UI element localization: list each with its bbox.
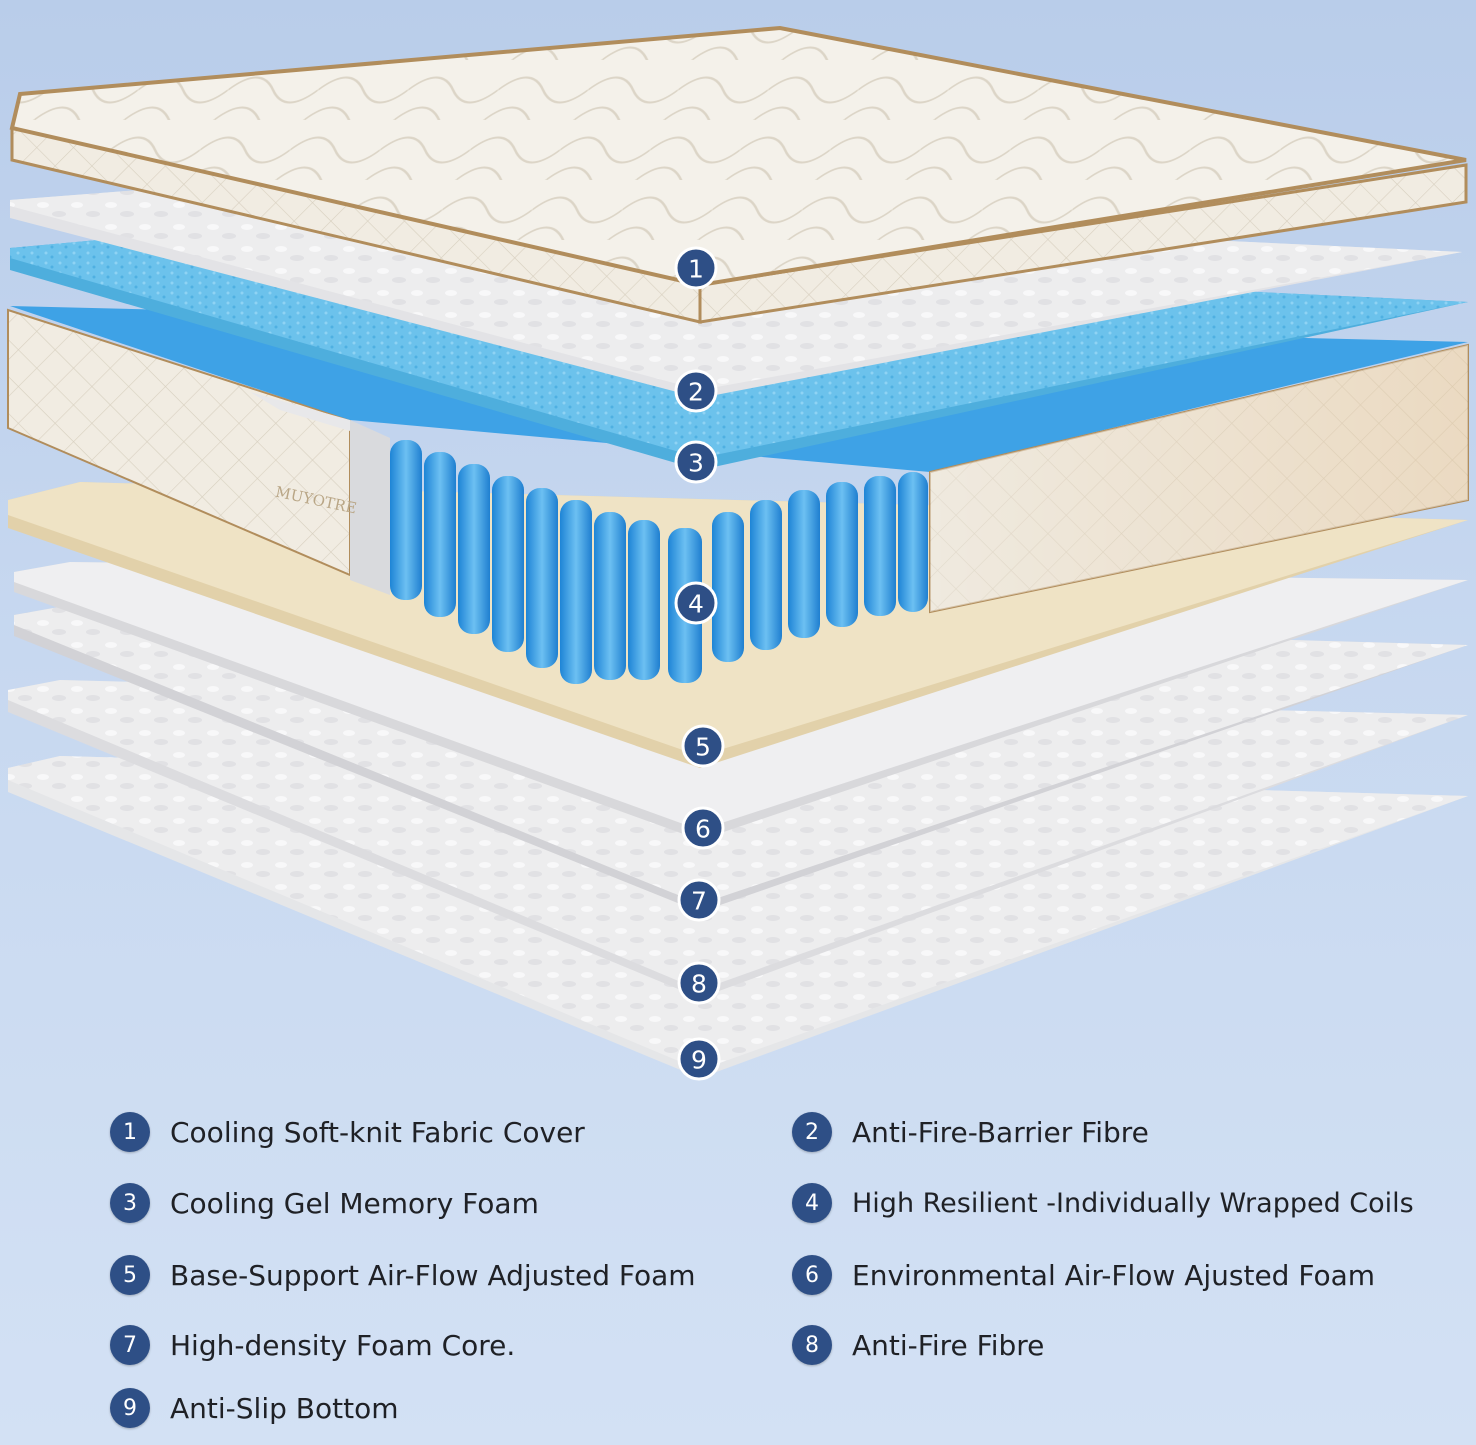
badge-5: 5 (681, 724, 725, 768)
legend-number-2: 2 (792, 1112, 832, 1152)
badge-7: 7 (677, 878, 721, 922)
coil-columns (390, 440, 928, 684)
mattress-layers-illustration: MUYOTRE 1 2 3 4 5 6 7 (7, 25, 1469, 1081)
legend-number-6: 6 (792, 1255, 832, 1295)
legend-number-7: 7 (110, 1325, 150, 1365)
legend-number-5: 5 (110, 1255, 150, 1295)
legend-label-1: Cooling Soft-knit Fabric Cover (170, 1115, 585, 1149)
legend-number-3: 3 (110, 1183, 150, 1223)
legend-label-7: High-density Foam Core. (170, 1328, 516, 1362)
svg-text:1: 1 (688, 255, 704, 284)
layer-1-quilted-cover (9, 25, 1468, 324)
svg-text:6: 6 (695, 815, 711, 844)
badge-2: 2 (674, 369, 718, 413)
legend-item-6: 6 Environmental Air-Flow Ajusted Foam (792, 1253, 1375, 1297)
badge-9: 9 (677, 1037, 721, 1081)
legend-number-8: 8 (792, 1325, 832, 1365)
badge-3: 3 (674, 440, 718, 484)
legend-number-9: 9 (110, 1388, 150, 1428)
legend-label-5: Base-Support Air-Flow Adjusted Foam (170, 1258, 696, 1292)
legend-item-3: 3 Cooling Gel Memory Foam (110, 1181, 539, 1225)
legend-item-4: 4 High Resilient -Individually Wrapped C… (792, 1181, 1414, 1225)
svg-text:8: 8 (691, 970, 707, 999)
svg-text:3: 3 (688, 449, 704, 478)
legend-item-5: 5 Base-Support Air-Flow Adjusted Foam (110, 1253, 696, 1297)
badge-4: 4 (674, 581, 718, 625)
badge-6: 6 (681, 806, 725, 850)
legend-number-4: 4 (792, 1183, 832, 1223)
legend-item-1: 1 Cooling Soft-knit Fabric Cover (110, 1110, 585, 1154)
legend-item-8: 8 Anti-Fire Fibre (792, 1323, 1044, 1367)
svg-text:4: 4 (688, 590, 704, 619)
svg-text:7: 7 (691, 887, 707, 916)
svg-text:2: 2 (688, 378, 704, 407)
legend-label-2: Anti-Fire-Barrier Fibre (852, 1115, 1149, 1149)
legend-label-4: High Resilient -Individually Wrapped Coi… (852, 1187, 1414, 1219)
legend-label-8: Anti-Fire Fibre (852, 1328, 1045, 1362)
legend-item-2: 2 Anti-Fire-Barrier Fibre (792, 1110, 1149, 1154)
legend-item-9: 9 Anti-Slip Bottom (110, 1386, 398, 1430)
svg-text:9: 9 (691, 1046, 707, 1075)
legend-label-6: Environmental Air-Flow Ajusted Foam (852, 1258, 1376, 1292)
legend-label-9: Anti-Slip Bottom (170, 1391, 399, 1425)
badge-8: 8 (677, 961, 721, 1005)
legend-label-3: Cooling Gel Memory Foam (170, 1186, 539, 1220)
legend-number-1: 1 (110, 1112, 150, 1152)
legend-item-7: 7 High-density Foam Core. (110, 1323, 515, 1367)
badge-1: 1 (674, 246, 718, 290)
svg-text:5: 5 (695, 733, 711, 762)
